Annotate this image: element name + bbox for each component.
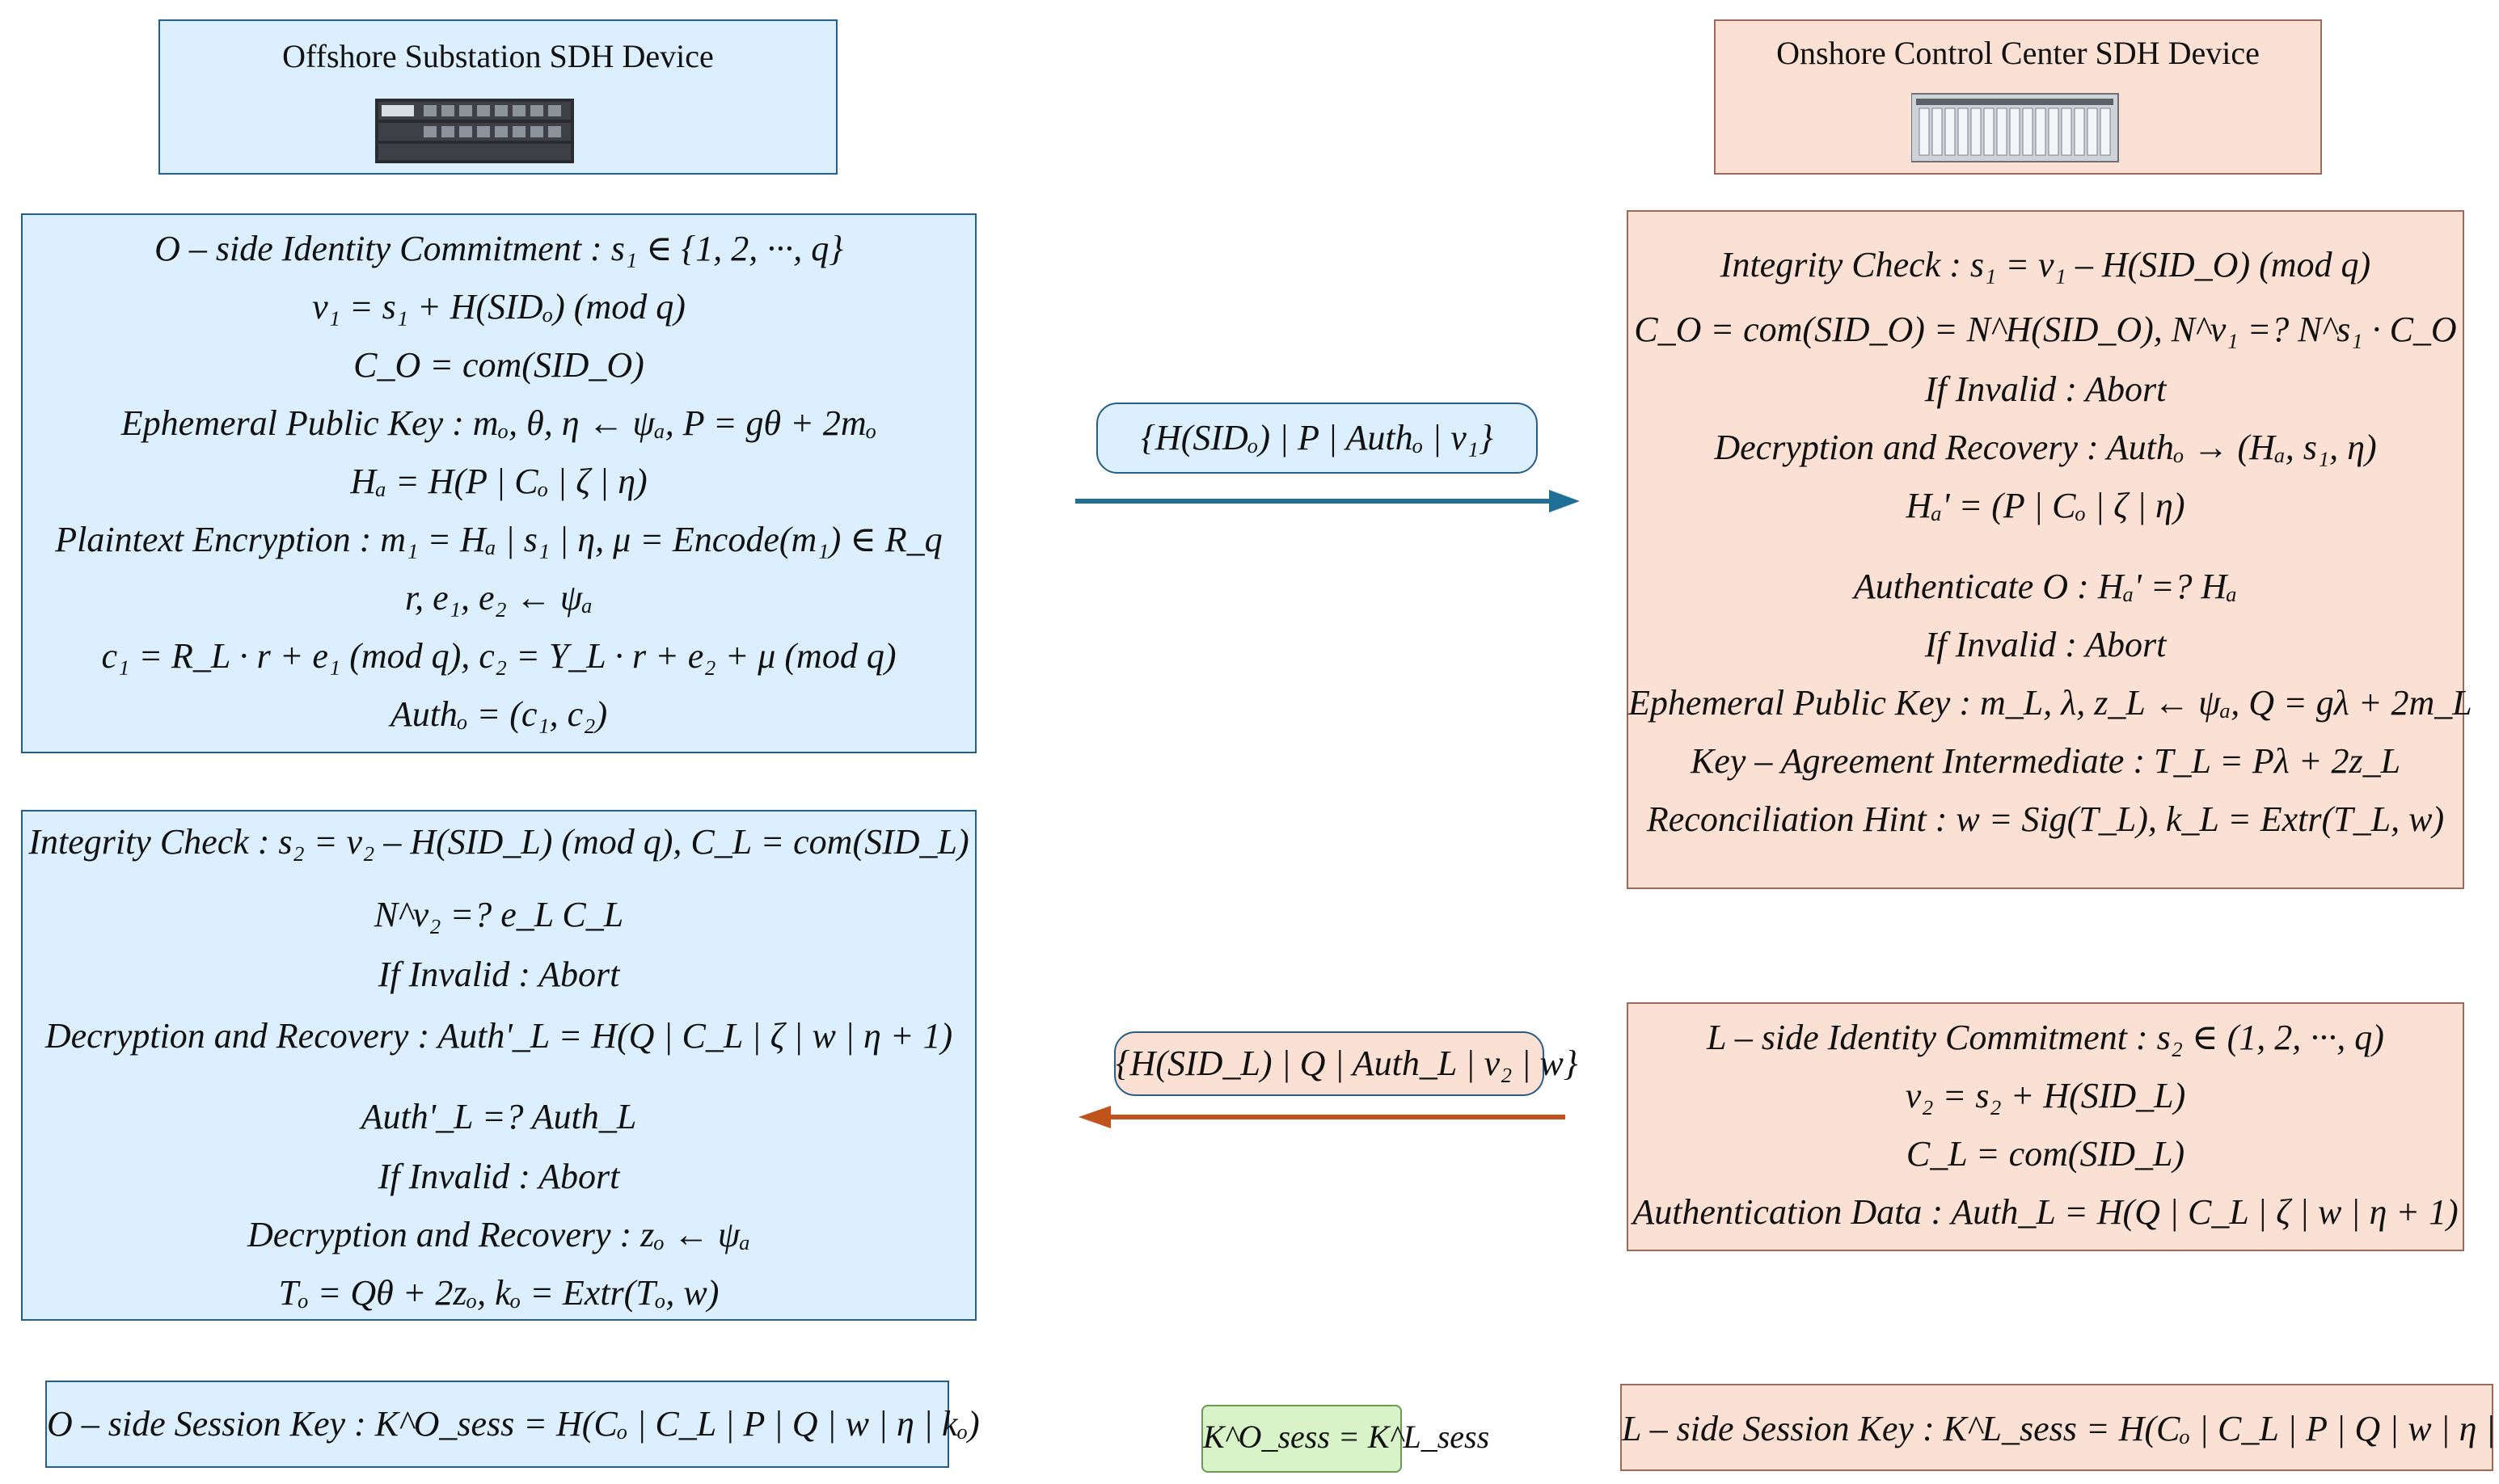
co-verification: C_O = com(SID_O) = N^H(SID_O), N^v₁ =? N… (1634, 310, 2457, 349)
offshore-device-title: Offshore Substation SDH Device (282, 38, 714, 74)
message-to-onshore: {H(SIDₒ) | P | Authₒ | v₁} (1096, 403, 1538, 474)
authenticate-o: Authenticate O : Hₐ' =? Hₐ (1853, 567, 2238, 606)
plaintext-encryption: Plaintext Encryption : m₁ = Hₐ | s₁ | η,… (55, 520, 943, 559)
v2-equation: v₂ = s₂ + H(SID_L) (1905, 1076, 2186, 1115)
to-ko-derivation: Tₒ = Qθ + 2zₒ, kₒ = Extr(Tₒ, w) (278, 1273, 720, 1313)
l-decryption-recovery: Decryption and Recovery : Auth'_L = H(Q … (44, 1016, 953, 1056)
arrow-to-offshore (1079, 1106, 1565, 1128)
arrow-to-onshore (1075, 490, 1580, 512)
offshore-commitment-box: O – side Identity Commitment : s₁ ∈ {1, … (21, 213, 977, 753)
sdh-chassis-icon (1911, 93, 2119, 162)
onshore-commitment-box: L – side Identity Commitment : s₂ ∈ (1, … (1627, 1002, 2464, 1251)
ha-prime: Hₐ' = (P | Cₒ | ζ | η) (1906, 486, 2185, 525)
auth-l-check: Auth'_L =? Auth_L (361, 1097, 637, 1136)
o-identity-commitment: O – side Identity Commitment : s₁ ∈ {1, … (154, 229, 843, 268)
l-ephemeral-public-key: Ephemeral Public Key : m_L, λ, z_L ← ψₐ,… (1628, 683, 2472, 723)
l-identity-commitment: L – side Identity Commitment : s₂ ∈ (1, … (1707, 1018, 2384, 1057)
session-key-equality-text: K^O_sess = K^L_sess (1203, 1419, 1490, 1455)
o-integrity-check: Integrity Check : s₁ = v₁ – H(SID_O) (mo… (1720, 245, 2371, 285)
o-ephemeral-public-key: Ephemeral Public Key : mₒ, θ, η ← ψₐ, P … (120, 403, 877, 443)
o-session-key-box: O – side Session Key : K^O_sess = H(Cₒ |… (45, 1381, 980, 1468)
l-session-key-box: L – side Session Key : K^L_sess = H(Cₒ |… (1620, 1384, 2499, 1471)
if-invalid-abort-2: If Invalid : Abort (378, 1157, 620, 1196)
l-session-key: L – side Session Key : K^L_sess = H(Cₒ |… (1622, 1409, 2499, 1448)
v1-equation: v₁ = s₁ + H(SIDₒ) (mod q) (312, 287, 686, 327)
reconciliation-hint: Reconciliation Hint : w = Sig(T_L), k_L … (1646, 799, 2445, 839)
auth-o-definition: Authₒ = (c₁, c₂) (390, 694, 608, 734)
l-integrity-check: Integrity Check : s₂ = v₂ – H(SID_L) (mo… (28, 822, 969, 862)
rack-server-icon (375, 99, 574, 163)
co-commitment: C_O = com(SID_O) (353, 345, 644, 385)
if-invalid-abort-3: If Invalid : Abort (1924, 369, 2167, 409)
zo-sampling: Decryption and Recovery : zₒ ← ψₐ (247, 1215, 751, 1254)
cl-commitment: C_L = com(SID_L) (1906, 1134, 2185, 1174)
ciphertext-equations: c₁ = R_L · r + e₁ (mod q), c₂ = Y_L · r … (101, 636, 897, 676)
if-invalid-abort-4: If Invalid : Abort (1924, 625, 2167, 664)
n-v2-check: N^v₂ =? e_L C_L (374, 895, 624, 934)
onshore-device-box: Onshore Control Center SDH Device (1714, 19, 2322, 175)
noise-sampling: r, e₁, e₂ ← ψₐ (404, 578, 593, 618)
o-session-key: O – side Session Key : K^O_sess = H(Cₒ |… (47, 1404, 980, 1444)
o-decryption-recovery: Decryption and Recovery : Authₒ → (Hₐ, s… (1714, 428, 2377, 467)
onshore-device-title: Onshore Control Center SDH Device (1776, 35, 2260, 71)
session-key-equality: K^O_sess = K^L_sess (1201, 1405, 1490, 1473)
authentication-data: Authentication Data : Auth_L = H(Q | C_L… (1632, 1192, 2459, 1232)
ha-hash: Hₐ = H(P | Cₒ | ζ | η) (350, 462, 648, 501)
if-invalid-abort-1: If Invalid : Abort (378, 955, 620, 994)
onshore-verification-box: Integrity Check : s₁ = v₁ – H(SID_O) (mo… (1627, 210, 2472, 889)
offshore-device-box: Offshore Substation SDH Device (158, 19, 838, 175)
key-agreement-intermediate: Key – Agreement Intermediate : T_L = Pλ … (1690, 741, 2401, 781)
offshore-verification-box: Integrity Check : s₂ = v₂ – H(SID_L) (mo… (21, 810, 977, 1321)
message-to-offshore: {H(SID_L) | Q | Auth_L | v₂ | w} (1114, 1031, 1577, 1096)
